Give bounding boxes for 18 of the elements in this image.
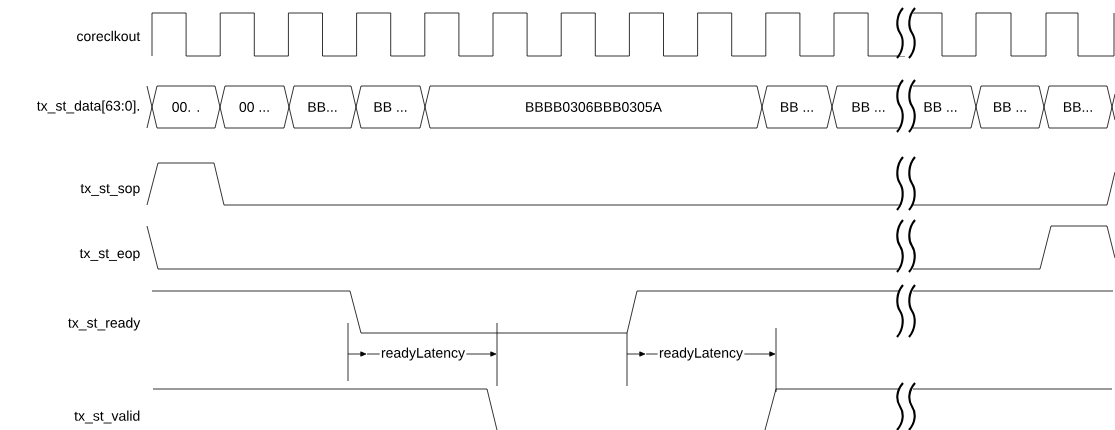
signal-label: tx_st_sop [80, 184, 140, 196]
bus-value: BB... [308, 102, 337, 112]
bus-value: BB ... [781, 102, 813, 112]
bus-value: BB ... [994, 102, 1026, 112]
dimension-label: readyLatency [657, 346, 745, 362]
bus-value: 00. . [172, 102, 199, 112]
signal-label: tx_st_data[63:0]. [36, 100, 139, 114]
bus-value: 00 ... [239, 102, 269, 112]
signal-label: tx_st_valid [74, 410, 140, 424]
bus-value: BB ... [374, 102, 407, 112]
signal-label: tx_st_ready [68, 317, 141, 331]
bus-value: BB ... [852, 102, 885, 112]
bus-value: BBBB0306BBB0305A [526, 102, 662, 112]
signal-label: tx_st_eop [79, 249, 140, 261]
signal-label: coreclkout [77, 30, 141, 42]
dimension-label: readyLatency [379, 346, 467, 362]
bus-value: BB ... [924, 102, 957, 112]
bus-value: BB... [1064, 102, 1092, 112]
